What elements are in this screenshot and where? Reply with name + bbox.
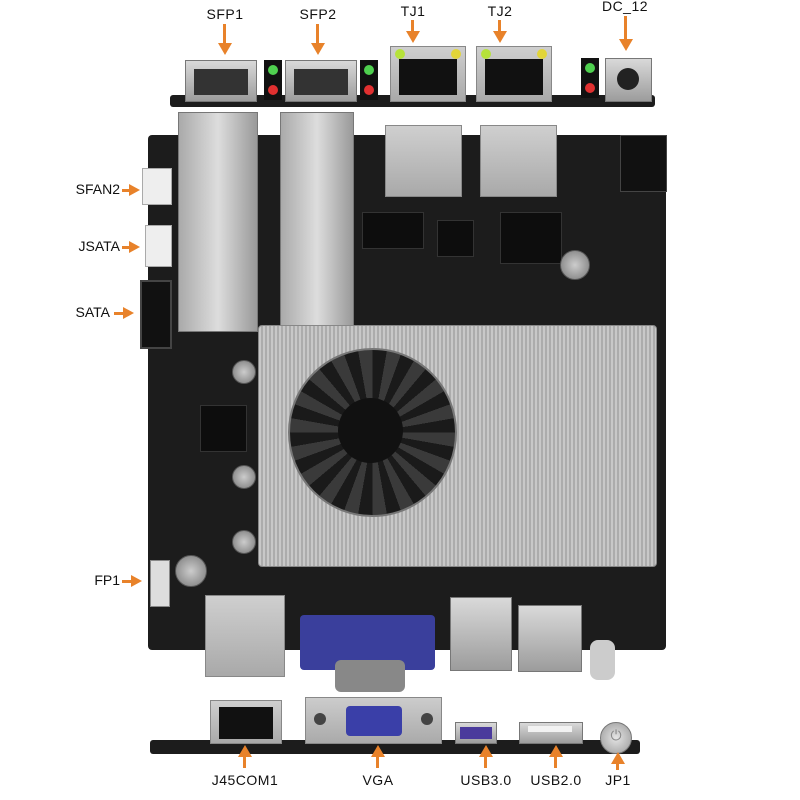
label-sata: SATA: [75, 304, 111, 320]
j45com1-port: [210, 700, 282, 744]
chip: [200, 405, 247, 452]
led-pair: [360, 60, 378, 100]
capacitor: [560, 250, 590, 280]
arrow-tj2: [498, 20, 501, 32]
vga-port: [305, 697, 442, 744]
sfp2-cage: [280, 112, 354, 332]
led-pair: [264, 60, 282, 100]
tj2-port: [476, 46, 552, 102]
label-tj2: TJ2: [487, 3, 513, 19]
vga-shell: [335, 660, 405, 692]
chip: [500, 212, 562, 264]
arrow-jp1: [611, 752, 625, 764]
label-dc12: DC_12: [601, 0, 649, 14]
fan-hub: [338, 398, 403, 463]
j45com1-jack-top: [205, 595, 285, 677]
jsata-connector: [145, 225, 172, 267]
chip: [437, 220, 474, 257]
sfan2-connector: [142, 168, 172, 205]
dc12-jack: [605, 58, 652, 102]
capacitor: [232, 530, 256, 554]
chip: [362, 212, 424, 249]
arrow-usb30: [479, 745, 493, 757]
arrow-fp1: [122, 580, 132, 583]
tj1-jack-top: [385, 125, 462, 197]
label-vga: VGA: [362, 772, 394, 788]
sata-connector: [140, 280, 172, 349]
arrow-sfp1: [223, 24, 226, 44]
label-j45com1: J45COM1: [211, 772, 279, 788]
arrow-tj1: [411, 20, 414, 32]
led-pair: [581, 58, 599, 98]
arrow-usb20: [549, 745, 563, 757]
sfp1-port: [185, 60, 257, 102]
sfp2-port: [285, 60, 357, 102]
usb-stack: [450, 597, 512, 671]
fp1-header: [150, 560, 170, 607]
power-icon: ⏻: [610, 728, 622, 744]
tj1-port: [390, 46, 466, 102]
label-jp1: JP1: [605, 772, 631, 788]
arrow-jsata: [122, 246, 130, 249]
label-fp1: FP1: [94, 572, 120, 588]
label-usb20: USB2.0: [530, 772, 582, 788]
arrow-sfp2: [316, 24, 319, 44]
arrow-vga: [371, 745, 385, 757]
arrow-sfan2: [122, 189, 130, 192]
tj2-jack-top: [480, 125, 557, 197]
label-sfp2: SFP2: [299, 6, 337, 22]
label-sfan2: SFAN2: [75, 181, 120, 197]
arrow-j45com1: [238, 745, 252, 757]
jp1-button-top: [590, 640, 615, 680]
capacitor: [175, 555, 207, 587]
sfp1-cage: [178, 112, 258, 332]
label-usb30: USB3.0: [460, 772, 512, 788]
capacitor: [232, 360, 256, 384]
capacitor: [232, 465, 256, 489]
usb20-port: [519, 722, 583, 744]
label-tj1: TJ1: [400, 3, 426, 19]
jp1-power-button: ⏻: [600, 722, 632, 754]
arrow-sata: [114, 312, 124, 315]
label-jsata: JSATA: [78, 238, 121, 254]
dc-jack-top: [620, 135, 667, 192]
arrow-dc12: [624, 16, 627, 40]
usb30-port: [455, 722, 497, 744]
label-sfp1: SFP1: [206, 6, 244, 22]
usb-stack: [518, 605, 582, 672]
